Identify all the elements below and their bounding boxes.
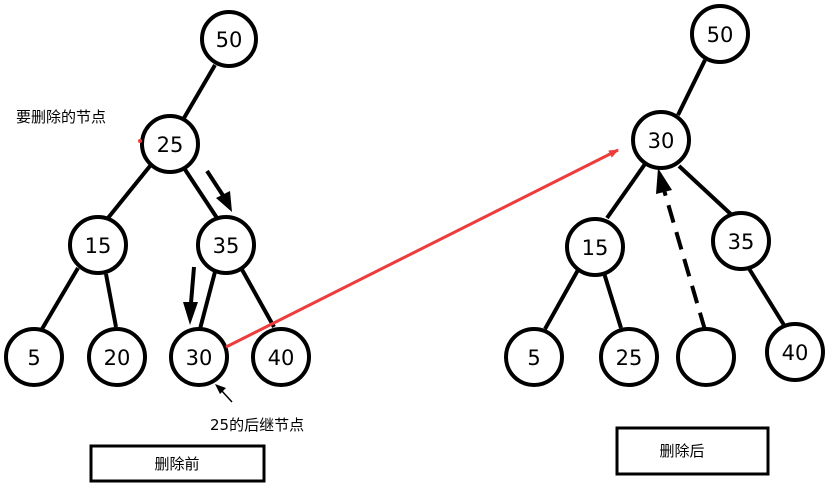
svg-text:15: 15 — [582, 236, 609, 260]
svg-text:50: 50 — [707, 23, 734, 47]
before-node-5: 5 — [4, 327, 64, 387]
svg-text:25: 25 — [616, 346, 643, 370]
svg-text:5: 5 — [27, 346, 40, 370]
after-node-15: 15 — [565, 217, 625, 277]
after-edges — [543, 59, 786, 330]
successor-path-arrow-down — [183, 266, 198, 325]
note-delete-node: 要删除的节点 — [16, 108, 106, 126]
successor-path-arrow-right — [205, 169, 232, 212]
svg-text:20: 20 — [104, 346, 131, 370]
move-arrow-red — [225, 148, 619, 349]
before-node-35: 35 — [196, 215, 256, 275]
note-successor-node: 25的后继节点 — [210, 416, 304, 434]
caption-box-before — [89, 444, 266, 483]
after-node-35: 35 — [711, 211, 771, 271]
before-node-20: 20 — [87, 327, 147, 387]
before-node-30: 30 — [169, 327, 229, 387]
before-node-50: 50 — [200, 10, 258, 68]
before-edges — [40, 63, 276, 331]
after-node-50: 50 — [690, 4, 750, 64]
svg-text:50: 50 — [216, 28, 243, 52]
dashed-arrow-up — [656, 168, 707, 331]
after-node-empty — [676, 327, 736, 387]
svg-text:25: 25 — [157, 133, 184, 157]
caption-after: 删除后 — [659, 442, 704, 460]
red-dot-marker — [138, 139, 142, 143]
svg-text:40: 40 — [268, 346, 295, 370]
svg-text:40: 40 — [782, 341, 809, 365]
caption-box-after — [615, 426, 770, 476]
after-node-40: 40 — [765, 322, 825, 382]
caption-before: 删除前 — [154, 455, 199, 473]
before-node-15: 15 — [68, 215, 128, 275]
after-node-5: 5 — [504, 327, 564, 387]
svg-text:30: 30 — [648, 129, 675, 153]
svg-text:30: 30 — [186, 346, 213, 370]
svg-text:5: 5 — [527, 346, 540, 370]
svg-text:15: 15 — [85, 234, 112, 258]
successor-pointer-arrow — [215, 384, 233, 403]
after-node-25: 25 — [599, 327, 659, 387]
before-node-40: 40 — [251, 327, 311, 387]
before-node-25: 25 — [140, 114, 200, 174]
svg-text:35: 35 — [213, 234, 240, 258]
svg-text:35: 35 — [728, 230, 755, 254]
after-node-30: 30 — [631, 110, 691, 170]
